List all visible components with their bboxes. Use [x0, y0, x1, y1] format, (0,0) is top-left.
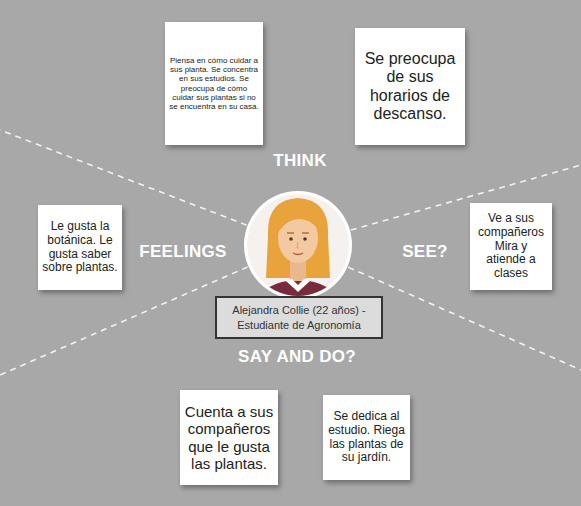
note-text: Ve a sus compañeros Mira y atiende a cla…: [474, 212, 548, 281]
note-text: Se dedica al estudio. Riega las plantas …: [327, 410, 406, 465]
avatar-ground: [247, 194, 349, 296]
hair-fringe: [276, 206, 321, 236]
say-do-note: Se dedica al estudio. Riega las plantas …: [323, 395, 410, 480]
feelings-note: Le gusta la botánica. Le gusta saber sob…: [38, 205, 122, 290]
eyebrows: [287, 232, 309, 233]
sector-label: FEELINGS: [139, 242, 226, 262]
eye: [303, 237, 307, 241]
mouth: [293, 253, 303, 255]
note-text: Alejandra Collie (22 años) - Estudiante …: [221, 303, 377, 332]
note-text: Se preocupa de sus horarios de descanso.: [360, 50, 460, 124]
nose: [297, 242, 299, 248]
sector-label: SAY AND DO?: [238, 347, 356, 367]
note-text: Le gusta la botánica. Le gusta saber sob…: [42, 220, 118, 275]
note-text: Piensa en cómo cuidar a sus planta. Se c…: [169, 56, 259, 111]
think-note: Piensa en cómo cuidar a sus planta. Se c…: [165, 22, 263, 145]
persona-name-box: Alejandra Collie (22 años) - Estudiante …: [215, 296, 383, 339]
sector-label: THINK: [273, 151, 326, 171]
sector-dividers: [0, 130, 581, 375]
see-note: Ve a sus compañeros Mira y atiende a cla…: [470, 203, 552, 290]
think-note: Se preocupa de sus horarios de descanso.: [355, 28, 465, 145]
collar: [286, 279, 310, 292]
note-text: Cuenta a sus compañeros que le gusta las…: [183, 403, 275, 472]
say-do-note: Cuenta a sus compañeros que le gusta las…: [180, 390, 278, 485]
sector-label: SEE?: [402, 242, 448, 262]
eye: [289, 237, 293, 241]
